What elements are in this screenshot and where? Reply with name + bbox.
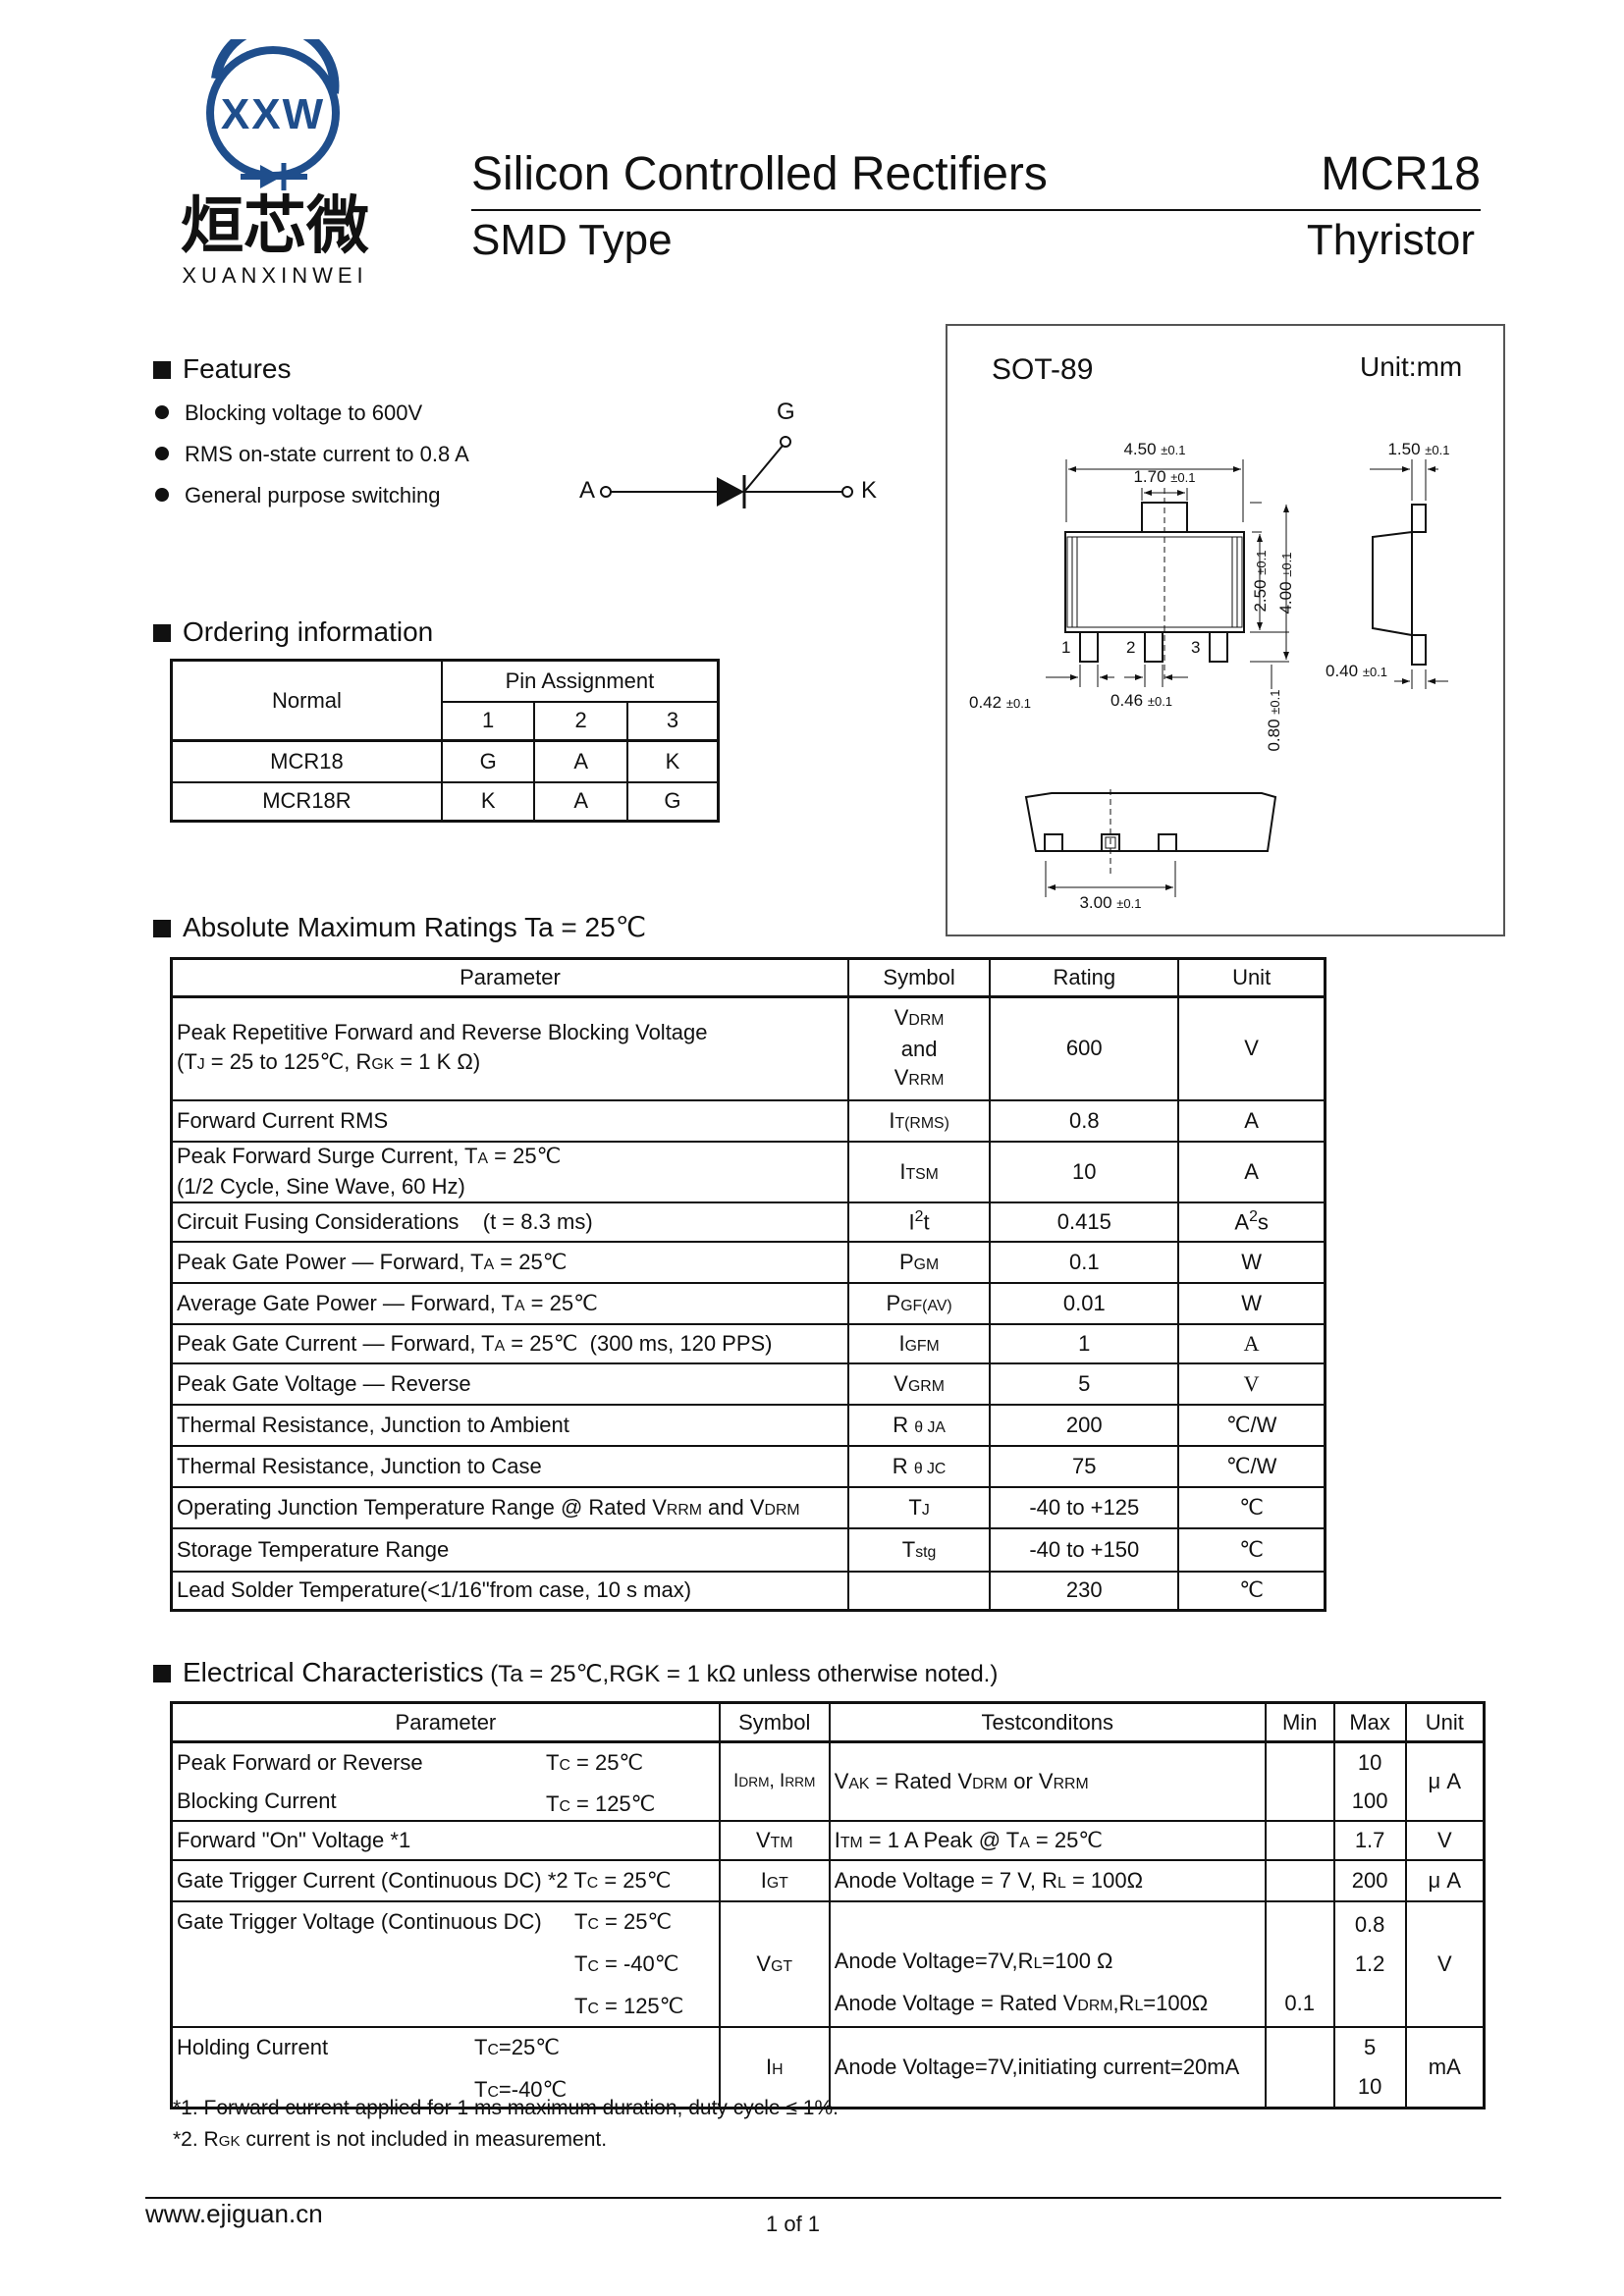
logo-en: XUANXINWEI bbox=[182, 263, 368, 288]
table-row: Operating Junction Temperature Range @ R… bbox=[170, 1485, 1326, 1529]
table-row: Holding Current TC=25℃ TC=-40℃ IH Anode … bbox=[170, 2026, 1486, 2109]
table-row: Thermal Resistance, Junction to Case R θ… bbox=[170, 1444, 1326, 1488]
footer-url: www.ejiguan.cn bbox=[145, 2199, 323, 2228]
pin-assignment-header: Pin Assignment bbox=[440, 659, 720, 703]
ordering-heading: Ordering information bbox=[153, 616, 433, 648]
pin-1-header: 1 bbox=[440, 700, 536, 742]
package-drawing: SOT-89 Unit:mm bbox=[946, 324, 1505, 936]
package-name: SOT-89 bbox=[992, 353, 1094, 386]
cathode-label: K bbox=[861, 477, 878, 504]
note-2: *2. RGK current is not included in measu… bbox=[173, 2128, 608, 2151]
abs-max-table: Parameter Symbol Rating Unit Peak Repeti… bbox=[170, 957, 1326, 1612]
dim-1-70: 1.70 ±0.1 bbox=[1133, 467, 1196, 486]
feature-1: Blocking voltage to 600V bbox=[155, 400, 422, 426]
features-heading: Features bbox=[153, 353, 292, 385]
table-row: Lead Solder Temperature(<1/16"from case,… bbox=[170, 1570, 1326, 1612]
table-row: Gate Trigger Current (Continuous DC) *2 … bbox=[170, 1859, 1486, 1902]
title-rule bbox=[471, 209, 1481, 211]
table-row: Circuit Fusing Considerations (t = 8.3 m… bbox=[170, 1201, 1326, 1243]
table-row: Average Gate Power — Forward, TA = 25℃ P… bbox=[170, 1281, 1326, 1325]
dim-0-40: 0.40 ±0.1 bbox=[1326, 662, 1388, 680]
logo: XXW 烜芯微 XUANXINWEI bbox=[162, 39, 407, 294]
pin-3-header: 3 bbox=[625, 700, 720, 742]
page-subtitle: SMD Type bbox=[471, 216, 673, 264]
dim-0-42: 0.42 ±0.1 bbox=[969, 693, 1032, 712]
table-row: MCR18R K A G bbox=[170, 780, 720, 823]
table-row: Thermal Resistance, Junction to Ambient … bbox=[170, 1403, 1326, 1447]
pin-1-label: 1 bbox=[1061, 638, 1071, 657]
pin-2-label: 2 bbox=[1126, 638, 1136, 657]
elec-heading: Electrical Characteristics (Ta = 25℃,RGK… bbox=[153, 1657, 998, 1688]
dim-0-80: 0.80 ±0.1 bbox=[1265, 689, 1283, 752]
dim-4-50: 4.50 ±0.1 bbox=[1123, 440, 1186, 458]
table-row: Forward Current RMS IT(RMS) 0.8 A bbox=[170, 1098, 1326, 1143]
pin-3-label: 3 bbox=[1191, 638, 1201, 657]
package-unit: Unit:mm bbox=[1360, 351, 1463, 382]
thyristor-icon bbox=[600, 436, 853, 508]
pin-2-header: 2 bbox=[533, 700, 628, 742]
ordering-table: Normal Pin Assignment 1 2 3 MCR18 G A K … bbox=[170, 659, 720, 823]
package-outline-icon bbox=[1024, 459, 1448, 897]
device-type: Thyristor bbox=[1306, 216, 1475, 264]
part-number: MCR18 bbox=[1321, 148, 1481, 200]
feature-3: General purpose switching bbox=[155, 483, 440, 508]
table-row: Forward "On" Voltage *1 VTM ITM = 1 A Pe… bbox=[170, 1820, 1486, 1861]
table-row: Storage Temperature Range Tstg -40 to +1… bbox=[170, 1526, 1326, 1573]
dim-1-50: 1.50 ±0.1 bbox=[1387, 440, 1450, 458]
logo-mark: XXW bbox=[220, 90, 326, 138]
table-row: Peak Gate Power — Forward, TA = 25℃ PGM … bbox=[170, 1240, 1326, 1284]
logo-icon bbox=[206, 39, 340, 190]
page-number: 1 of 1 bbox=[766, 2212, 821, 2236]
dim-4-00: 4.00 ±0.1 bbox=[1276, 552, 1295, 614]
table-row: Peak Forward Surge Current, TA = 25℃ (1/… bbox=[170, 1140, 1326, 1203]
note-1: *1. Forward current applied for 1 ms max… bbox=[173, 2097, 839, 2119]
dim-3-00: 3.00 ±0.1 bbox=[1079, 893, 1142, 912]
table-row: Gate Trigger Voltage (Continuous DC) TC … bbox=[170, 1900, 1486, 2028]
dim-0-46: 0.46 ±0.1 bbox=[1110, 691, 1173, 710]
elec-table: Parameter Symbol Testconditons Min Max U… bbox=[170, 1701, 1486, 2109]
thyristor-symbol: A K G bbox=[569, 393, 903, 520]
table-row: MCR18 G A K bbox=[170, 739, 720, 783]
page-title: Silicon Controlled Rectifiers bbox=[471, 148, 1048, 200]
table-header-row: Parameter Symbol Testconditons Min Max U… bbox=[170, 1701, 1486, 1743]
footer-rule bbox=[145, 2197, 1501, 2199]
table-header-row: Parameter Symbol Rating Unit bbox=[170, 957, 1326, 998]
gate-label: G bbox=[777, 399, 795, 425]
dim-2-50: 2.50 ±0.1 bbox=[1251, 550, 1270, 613]
feature-2: RMS on-state current to 0.8 A bbox=[155, 442, 469, 467]
abs-max-heading: Absolute Maximum Ratings Ta = 25℃ bbox=[153, 911, 646, 943]
table-row: Peak Gate Voltage — Reverse VGRM 5 V bbox=[170, 1362, 1326, 1406]
logo-cn: 烜芯微 bbox=[181, 190, 369, 263]
normal-header: Normal bbox=[170, 659, 443, 742]
anode-label: A bbox=[579, 477, 596, 504]
table-row: Peak Repetitive Forward and Reverse Bloc… bbox=[170, 995, 1326, 1101]
table-row: Peak Gate Current — Forward, TA = 25℃ (3… bbox=[170, 1322, 1326, 1364]
